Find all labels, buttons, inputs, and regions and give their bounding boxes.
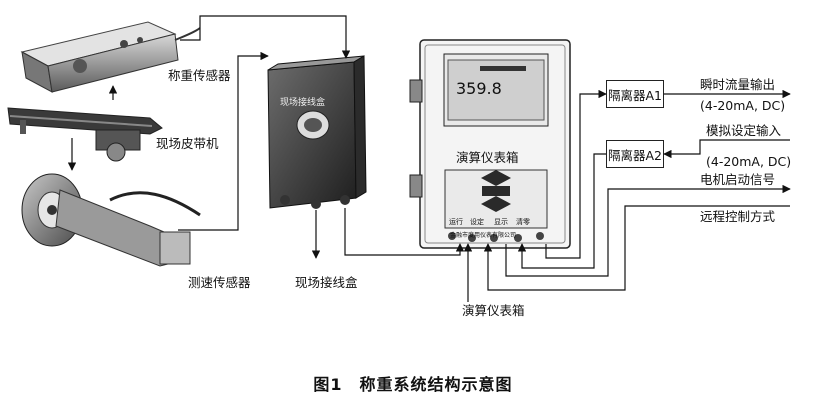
calc-instrument-image xyxy=(409,39,571,249)
panel-button-display: 显示 xyxy=(494,218,508,226)
display-value: 359.8 xyxy=(456,79,502,98)
panel-button-run: 运行 xyxy=(449,218,463,226)
panel-button-set: 设定 xyxy=(470,218,484,226)
conveyor-image xyxy=(7,107,163,162)
label-calc-instrument: 演算仪表箱 xyxy=(456,150,519,165)
weighing-sensor-image xyxy=(20,21,201,93)
label-junction-box: 现场接线盒 xyxy=(295,275,358,290)
panel-brand: 金融市度用仪表有限公司 xyxy=(450,232,517,239)
isolator-a2-box: 隔离器A2 xyxy=(606,140,664,168)
label-analog-input: 模拟设定输入 xyxy=(706,123,782,138)
connection-lines xyxy=(67,15,791,302)
isolator-a1-box: 隔离器A1 xyxy=(606,80,664,108)
label-conveyor: 现场皮带机 xyxy=(156,136,219,151)
label-flow-output: 瞬时流量输出 xyxy=(700,77,776,92)
label-analog-input-range: (4-20mA, DC) xyxy=(706,154,792,169)
label-remote-control: 远程控制方式 xyxy=(700,209,776,224)
figure-caption: 图1 称重系统结构示意图 xyxy=(313,375,513,394)
panel-button-zero: 清零 xyxy=(516,218,530,226)
label-motor-signal: 电机启动信号 xyxy=(700,172,776,187)
label-weighing-sensor: 称重传感器 xyxy=(168,68,231,83)
junction-box-plate: 现场接线盒 xyxy=(280,98,326,108)
speed-sensor-image xyxy=(21,173,201,267)
label-calc-instrument-bottom: 演算仪表箱 xyxy=(462,303,525,318)
junction-box-image xyxy=(267,55,367,209)
label-speed-sensor: 测速传感器 xyxy=(188,275,251,290)
label-flow-output-range: (4-20mA, DC) xyxy=(700,98,786,113)
